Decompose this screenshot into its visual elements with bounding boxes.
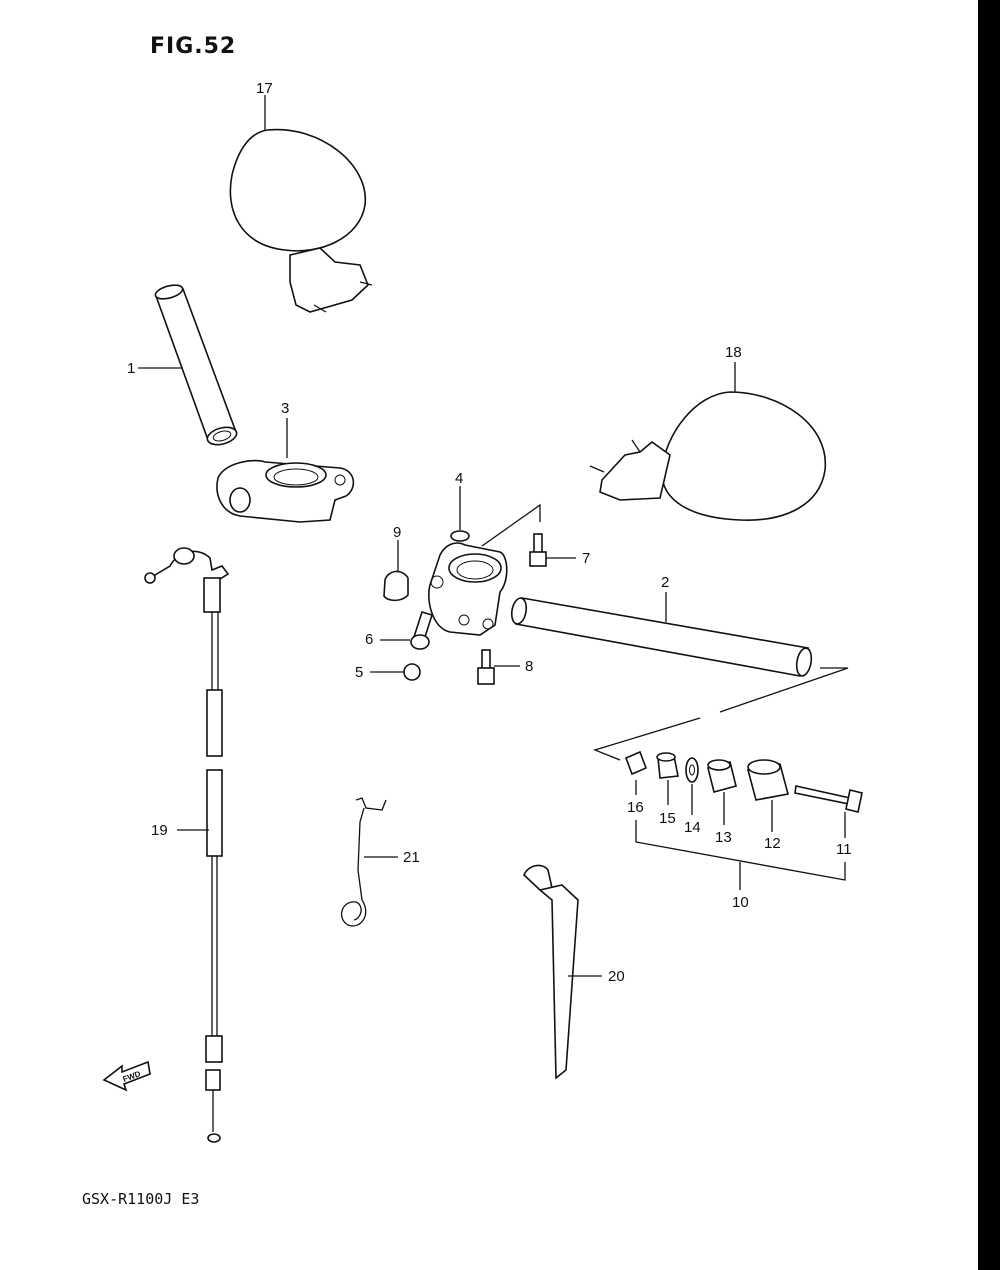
callout-19: 19 <box>151 822 168 839</box>
callout-12: 12 <box>764 835 781 852</box>
callout-15: 15 <box>659 810 676 827</box>
scan-edge-bar <box>978 0 1000 1270</box>
part-21-clamp <box>340 797 387 927</box>
part-13-damper <box>707 759 737 793</box>
callout-1: 1 <box>127 360 135 377</box>
part-6-bolt <box>410 611 434 650</box>
guide-line-top <box>719 667 849 713</box>
callout-20: 20 <box>608 968 625 985</box>
callout-21: 21 <box>403 849 420 866</box>
part-15-spacer <box>656 752 679 779</box>
callout-4: 4 <box>455 470 463 487</box>
callout-6: 6 <box>365 631 373 648</box>
exploded-view-diagram: FWD 17 1 3 18 4 9 7 2 6 5 8 16 15 14 13 … <box>102 80 863 1143</box>
part-8-bolt <box>477 649 495 685</box>
callout-8: 8 <box>525 658 533 675</box>
part-4-right-holder <box>428 530 508 636</box>
part-1-left-handlebar <box>154 284 238 446</box>
part-2-right-handlebar <box>510 597 813 677</box>
part-18-right-mirror <box>589 391 827 521</box>
callout-5: 5 <box>355 664 363 681</box>
callout-10: 10 <box>732 894 749 911</box>
callout-7: 7 <box>582 550 590 567</box>
callout-3: 3 <box>281 400 289 417</box>
part-5-ball <box>403 663 421 681</box>
guide-line-bottom <box>593 717 701 761</box>
callout-17: 17 <box>256 80 273 97</box>
bracket-10 <box>635 820 846 881</box>
model-code: GSX-R1100J E3 <box>82 1190 200 1208</box>
part-11-bolt <box>794 785 863 813</box>
callout-9: 9 <box>393 524 401 541</box>
callout-11: 11 <box>836 841 852 858</box>
part-7-bolt <box>529 533 547 567</box>
part-19-throttle-cable <box>144 547 230 1143</box>
part-3-left-holder <box>216 459 355 523</box>
part-16-nut <box>624 750 648 776</box>
callout-18: 18 <box>725 344 742 361</box>
part-20-cable-tie <box>523 864 579 1080</box>
part-9-cap <box>383 570 409 602</box>
figure-title: FIG.52 <box>150 34 237 59</box>
fwd-arrow-icon: FWD <box>102 1060 151 1092</box>
leader-4-7-link <box>481 503 541 547</box>
callout-2: 2 <box>661 574 669 591</box>
callout-16: 16 <box>627 799 644 816</box>
part-17-left-mirror <box>229 128 373 313</box>
part-14-washer <box>685 757 699 783</box>
part-12-weight <box>747 759 789 801</box>
callout-14: 14 <box>684 819 701 836</box>
callout-13: 13 <box>715 829 732 846</box>
